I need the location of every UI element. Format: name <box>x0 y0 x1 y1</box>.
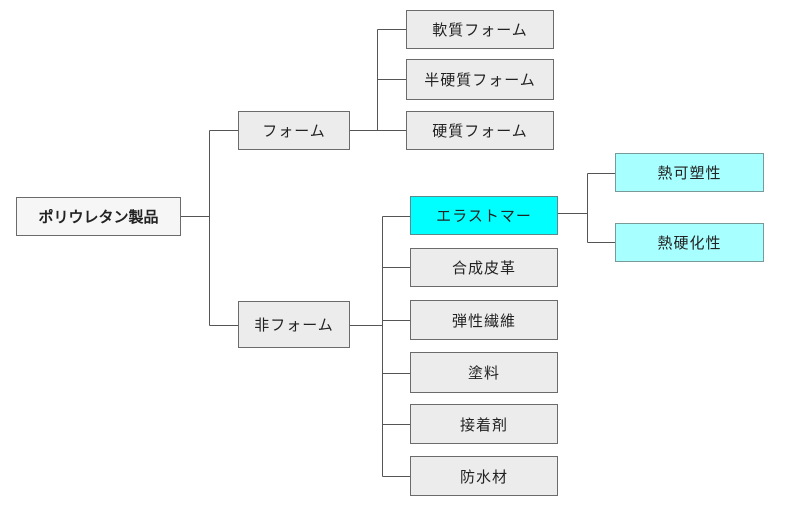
synthetic-leather-node: 合成皮革 <box>410 248 558 287</box>
semi-rigid-foam-node: 半硬質フォーム <box>406 59 554 100</box>
rigid-foam-node: 硬質フォーム <box>406 111 554 150</box>
foam-node: フォーム <box>238 111 350 150</box>
soft-foam-node: 軟質フォーム <box>406 10 554 49</box>
adhesive-node: 接着剤 <box>410 404 558 444</box>
thermoplastic-node: 熱可塑性 <box>615 153 764 192</box>
nonfoam-node: 非フォーム <box>238 301 350 348</box>
thermosetting-node: 熱硬化性 <box>615 223 764 262</box>
root-node: ポリウレタン製品 <box>16 197 181 236</box>
connector-foam <box>350 29 406 131</box>
elastic-fiber-node: 弾性繊維 <box>410 300 558 340</box>
connector-root <box>181 130 238 326</box>
connector-nonfoam <box>350 216 410 477</box>
paint-node: 塗料 <box>410 352 558 393</box>
waterproof-material-node: 防水材 <box>410 456 558 496</box>
elastomer-node: エラストマー <box>410 196 558 235</box>
connector-elastomer <box>558 173 615 243</box>
